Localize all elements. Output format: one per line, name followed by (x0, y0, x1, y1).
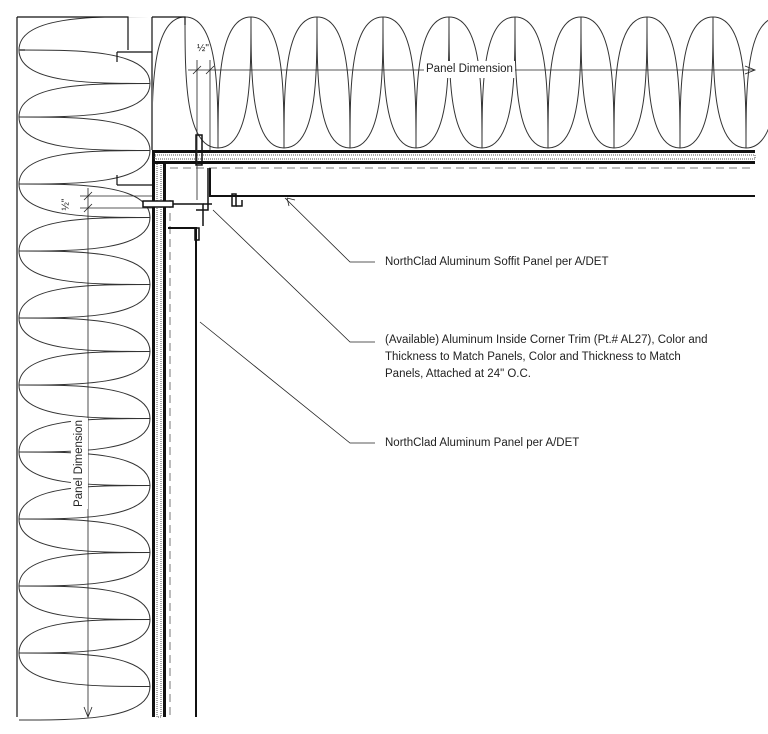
soffit-panel-top (152, 150, 756, 169)
corner-trim-callout-line: Panels, Attached at 24" O.C. (385, 368, 532, 380)
top-wall-batt-insulation (153, 16, 768, 149)
top-gap-label: ½" (197, 43, 209, 54)
left-panel-dimension-label: Panel Dimension (70, 418, 88, 509)
corner-trim-callout: (Available) Aluminum Inside Corner Trim … (385, 332, 708, 383)
corner-trim (142, 134, 243, 241)
left-gap-label: ½" (60, 198, 72, 211)
insulation-lobe (712, 16, 768, 149)
wall-panel-callout: NorthClad Aluminum Panel per A/DET (385, 437, 580, 449)
insulation-lobe (745, 20, 768, 149)
leader-lines (199, 197, 375, 444)
top-panel-dimension-label: Panel Dimension (424, 61, 515, 78)
corner-trim-callout-line: Thickness to Match Panels, Color and Thi… (385, 351, 681, 363)
soffit-panel-callout: NorthClad Aluminum Soffit Panel per A/DE… (385, 256, 609, 268)
left-wall-batt-insulation (18, 17, 151, 721)
insulation-lobe (18, 652, 151, 721)
stud-framing (16, 16, 186, 717)
corner-trim-callout-line: (Available) Aluminum Inside Corner Trim … (385, 334, 708, 346)
vertical-wall-panel (152, 150, 171, 718)
